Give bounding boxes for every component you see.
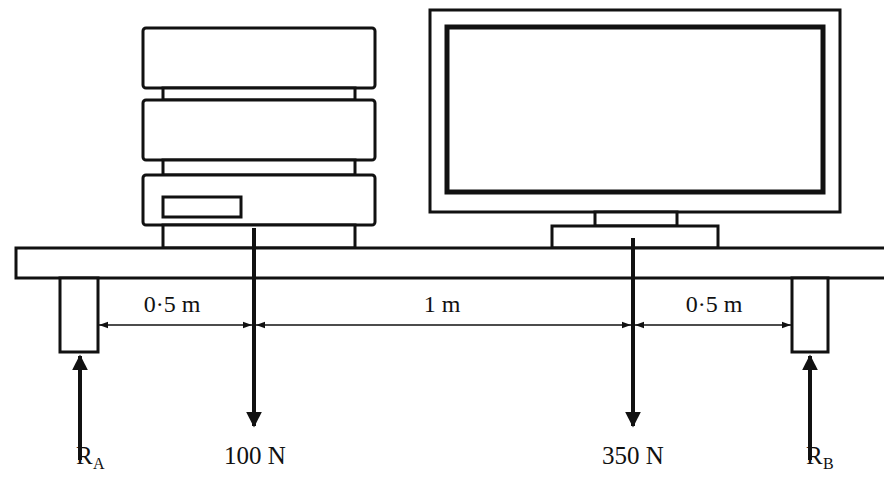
tv-neck <box>595 212 677 226</box>
tv-screen <box>447 27 823 192</box>
stereo-spacer <box>163 88 355 100</box>
table-leg <box>792 278 828 352</box>
dimension-line <box>256 324 631 325</box>
dimension-label: 0·5 m <box>144 292 201 316</box>
tv-frame <box>430 10 840 212</box>
force-arrow <box>631 238 635 426</box>
stereo-unit <box>143 100 375 160</box>
force-symbol: R <box>76 443 93 468</box>
table-leg <box>60 278 98 352</box>
force-value: 100 N <box>224 443 286 468</box>
dimension-label: 0·5 m <box>686 292 743 316</box>
force-subscript: B <box>823 456 834 472</box>
force-value: 350 N <box>602 443 664 468</box>
dimension-label: 1 m <box>424 292 461 316</box>
force-arrow <box>252 228 256 426</box>
dimension-line <box>635 324 791 325</box>
stereo-unit <box>143 175 375 225</box>
stereo-base <box>163 225 355 248</box>
force-symbol: R <box>806 443 823 468</box>
stereo-unit <box>143 28 375 88</box>
stereo-spacer <box>163 160 355 175</box>
force-subscript: A <box>93 456 105 472</box>
table-top <box>16 248 884 278</box>
stereo-display <box>163 197 241 217</box>
dimension-line <box>99 324 252 325</box>
